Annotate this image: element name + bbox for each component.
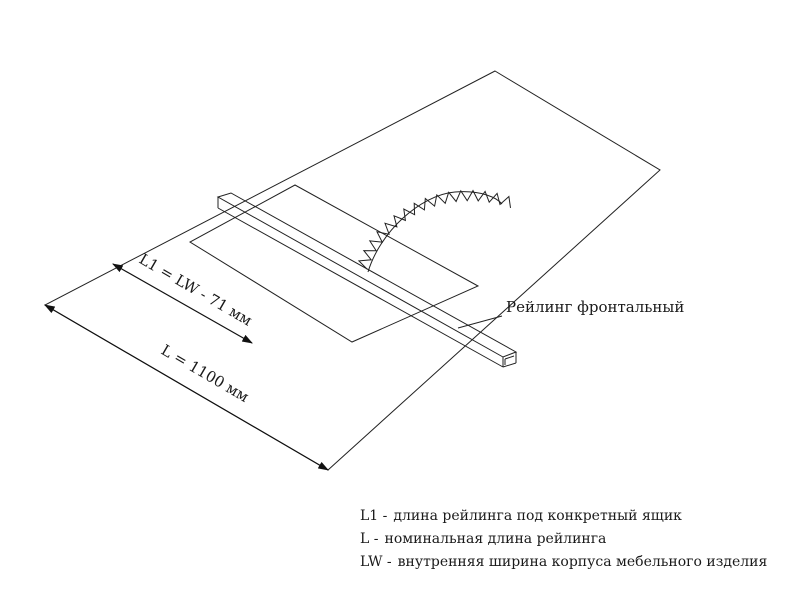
legend-row: L1 - длина рейлинга под конкретный ящик: [360, 505, 767, 528]
front-railing: [216, 192, 518, 368]
legend-key: LW -: [360, 554, 392, 570]
legend-text: номинальная длина рейлинга: [384, 531, 607, 547]
board-outline: [43, 70, 661, 471]
dimension-l1-label: L1 = LW - 71 мм: [136, 250, 256, 330]
saw-inner-arc: [367, 191, 503, 273]
legend-row: LW - внутренняя ширина корпуса мебельного…: [360, 551, 767, 574]
dimension-l1: L1 = LW - 71 мм: [112, 250, 256, 344]
legend: L1 - длина рейлинга под конкретный ящик L…: [360, 505, 767, 574]
legend-row: L - номинальная длина рейлинга: [360, 528, 767, 551]
callout-leader: [457, 315, 503, 329]
legend-key: L1 -: [360, 508, 388, 524]
saw-tooth-arc: [357, 189, 511, 270]
legend-key: L -: [360, 531, 379, 547]
callout-label: Рейлинг фронтальный: [506, 298, 684, 316]
legend-text: длина рейлинга под конкретный ящик: [393, 508, 682, 524]
legend-text: внутренняя ширина корпуса мебельного изд…: [397, 554, 768, 570]
drawer-outline: [189, 184, 480, 343]
dimension-l: L = 1100 мм: [44, 304, 329, 471]
dimension-l-label: L = 1100 мм: [158, 341, 252, 406]
